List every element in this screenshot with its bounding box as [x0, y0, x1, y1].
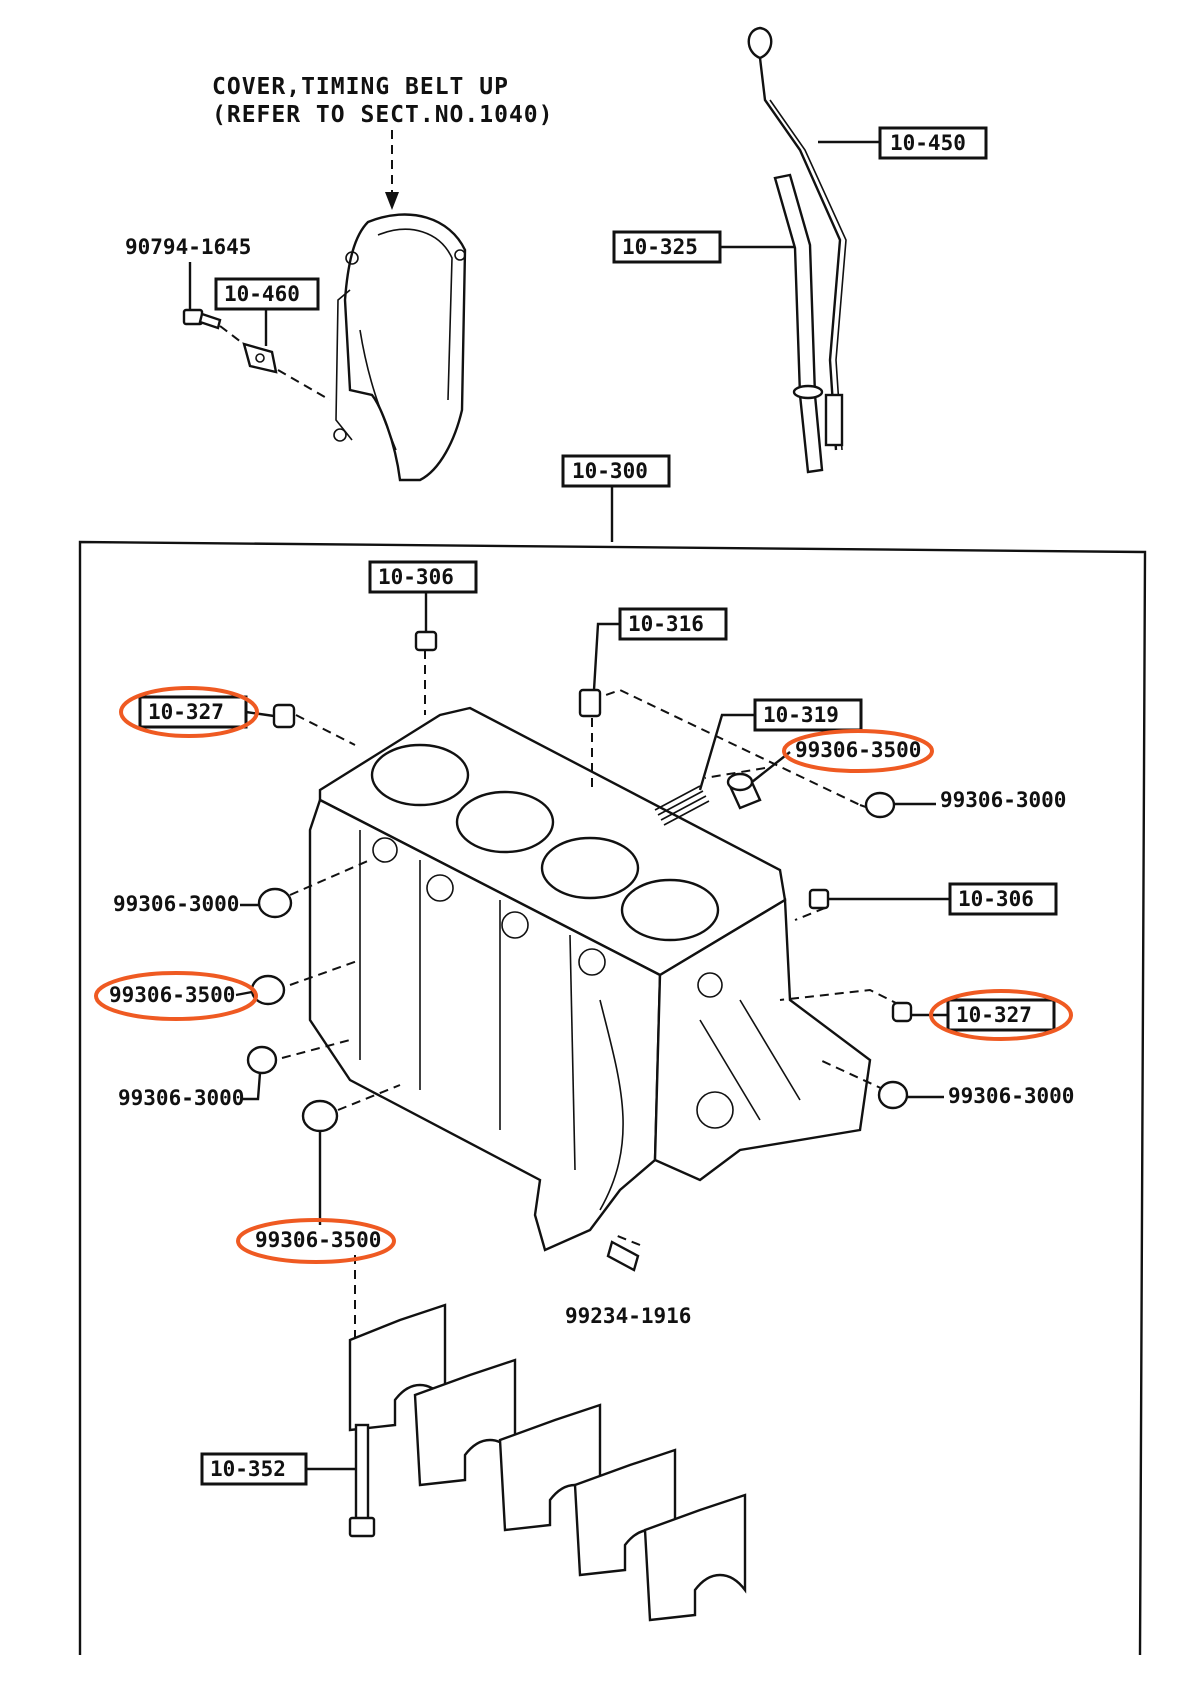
plug-99306-3500-bottom — [301, 1099, 339, 1133]
cylinder-block-drawing — [308, 706, 872, 1252]
highlight-ellipses — [94, 686, 1073, 1264]
ref-label-10-325: 10-325 — [622, 235, 698, 259]
part-number-99234-1916: 99234-1916 — [565, 1304, 691, 1328]
ref-label-10-306-right: 10-306 — [958, 887, 1034, 911]
plug-99306-3000-left-bottom — [246, 1045, 278, 1075]
highlight-10-327-left — [119, 686, 259, 738]
ref-label-10-300: 10-300 — [572, 459, 648, 483]
ref-label-10-306-top: 10-306 — [378, 565, 454, 589]
spring-10-319 — [654, 785, 710, 826]
dowel-99234-1916 — [606, 1240, 640, 1272]
part-number-99306-3500-left: 99306-3500 — [109, 983, 235, 1007]
plug-99306-3000-right-bottom — [877, 1080, 909, 1110]
highlight-10-327-right — [929, 989, 1073, 1041]
ref-label-10-319: 10-319 — [763, 703, 839, 727]
ref-label-10-327-left: 10-327 — [148, 700, 224, 724]
plug-10-327-right — [891, 1001, 913, 1023]
bolt-10-352 — [348, 1423, 376, 1538]
bolt-90794-1645 — [182, 262, 246, 346]
plug-99306-3000-right-top — [864, 791, 896, 819]
ref-box-10-319 — [753, 698, 863, 732]
ref-box-10-460 — [214, 277, 320, 311]
bracket-10-460 — [242, 342, 331, 401]
dowel-10-316 — [578, 688, 602, 718]
part-number-99306-3000-right-top: 99306-3000 — [940, 788, 1066, 812]
oil-dipstick-10-450 — [747, 26, 847, 451]
group-frame-10-300 — [78, 540, 1147, 1656]
part-number-99306-3500-bottom: 99306-3500 — [255, 1228, 381, 1252]
ref-label-10-460: 10-460 — [224, 282, 300, 306]
ref-label-10-352: 10-352 — [210, 1457, 286, 1481]
part-number-90794-1645: 90794-1645 — [125, 235, 251, 259]
leader-99306-3000-left-bottom — [242, 1072, 262, 1101]
ref-box-10-300 — [561, 454, 671, 488]
timing-cover-note-line2: (REFER TO SECT.NO.1040) — [212, 102, 554, 128]
part-number-99306-3500-top: 99306-3500 — [795, 738, 921, 762]
timing-belt-cover-drawing — [333, 213, 467, 482]
ref-box-10-325 — [612, 230, 722, 264]
plug-99306-3500-top — [726, 772, 762, 810]
ref-label-10-316: 10-316 — [628, 612, 704, 636]
part-number-99306-3000-left-bottom: 99306-3000 — [118, 1086, 244, 1110]
dipstick-guide-tube-10-325 — [773, 173, 824, 474]
highlight-99306-3500-left — [94, 971, 258, 1021]
ref-label-10-450: 10-450 — [890, 131, 966, 155]
leader-99306-3500-left — [235, 990, 253, 997]
leader-10-316 — [592, 622, 620, 691]
part-number-99306-3000-right-bottom: 99306-3000 — [948, 1084, 1074, 1108]
plug-99306-3000-left-top — [257, 887, 293, 919]
highlight-99306-3500-top — [782, 729, 934, 773]
ref-box-10-306-top — [368, 560, 478, 594]
part-number-99306-3000-left-top: 99306-3000 — [113, 892, 239, 916]
highlight-99306-3500-bottom — [236, 1218, 396, 1264]
leader-99306-3500-top — [751, 751, 791, 783]
main-bearing-caps — [348, 1303, 747, 1622]
note-arrow-head — [385, 192, 399, 210]
plug-10-327-left — [272, 703, 296, 729]
leader-10-327-left — [245, 710, 275, 718]
dowel-10-306-right — [808, 888, 830, 910]
timing-cover-note-line1: COVER,TIMING BELT UP — [212, 74, 509, 100]
ref-box-10-327-right — [946, 998, 1056, 1032]
ref-label-10-327-right: 10-327 — [956, 1003, 1032, 1027]
leader-10-319 — [698, 713, 755, 791]
dowel-10-306-top — [414, 630, 438, 652]
